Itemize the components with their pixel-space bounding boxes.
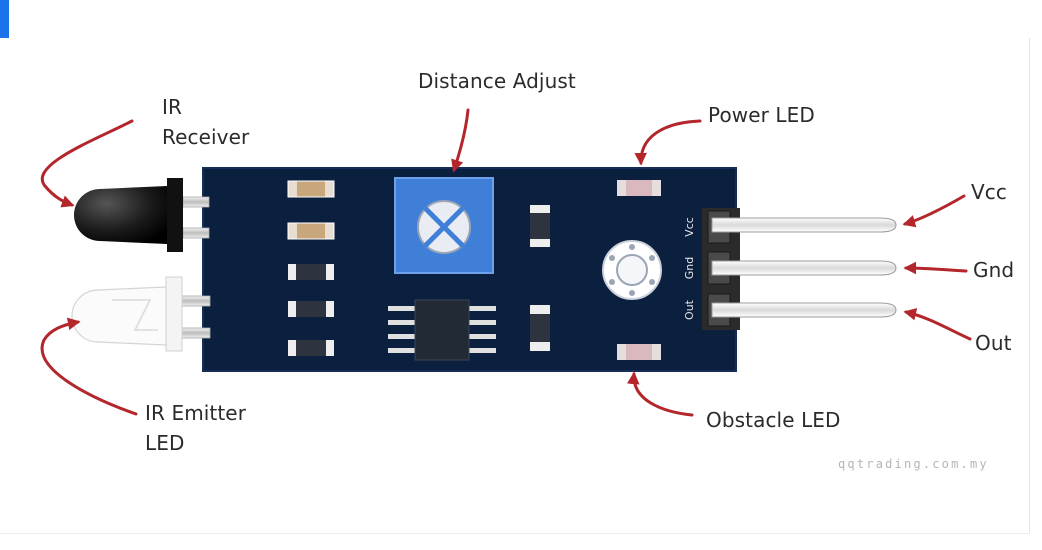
smd-capacitor-1 <box>288 264 334 280</box>
ir-emitter-icon <box>71 276 211 352</box>
mounting-hole-icon <box>602 240 662 300</box>
smd-capacitor-3 <box>288 340 334 356</box>
pin-label-out: Out <box>683 299 696 320</box>
pin-label-gnd: Gnd <box>683 257 696 279</box>
label-out: Out <box>975 331 1012 355</box>
smd-capacitor-5 <box>530 305 550 351</box>
arrow-icon-obstacle-led <box>626 371 694 417</box>
arrow-icon-power-led <box>634 119 702 166</box>
header-pins <box>702 208 897 330</box>
potentiometer-icon <box>394 177 494 274</box>
label-ir-emitter: IR Emitter LED <box>145 398 246 458</box>
smd-resistor-2 <box>287 222 335 240</box>
watermark: qqtrading.com.my <box>838 457 989 471</box>
label-ir-emitter-line2: LED <box>145 431 185 455</box>
pin-label-vcc: Vcc <box>683 217 696 237</box>
label-gnd: Gnd <box>973 258 1015 282</box>
smd-capacitor-4 <box>530 205 550 247</box>
label-ir-receiver-line1: IR <box>162 95 182 119</box>
label-power-led: Power LED <box>708 103 815 127</box>
label-ir-receiver-line2: Receiver <box>162 125 250 149</box>
arrow-icon-out <box>903 308 972 341</box>
arrow-icon-vcc <box>902 194 966 228</box>
label-ir-receiver: IR Receiver <box>162 92 249 152</box>
smd-capacitor-2 <box>288 301 334 317</box>
corner-accent <box>0 0 9 38</box>
label-obstacle-led: Obstacle LED <box>706 408 841 432</box>
chip-icon <box>388 299 496 361</box>
label-distance-adjust: Distance Adjust <box>418 69 576 93</box>
smd-resistor-1 <box>287 180 335 198</box>
arrow-icon-distance-adjust <box>451 108 470 173</box>
label-vcc: Vcc <box>971 180 1007 204</box>
arrow-icon-ir-emitter <box>40 317 138 416</box>
arrow-icon-gnd <box>903 261 968 275</box>
label-ir-emitter-line1: IR Emitter <box>145 401 247 425</box>
arrow-icon-ir-receiver <box>40 119 134 208</box>
obstacle-led-component <box>617 344 661 360</box>
ir-receiver-icon <box>74 178 210 252</box>
power-led-component <box>617 180 661 196</box>
